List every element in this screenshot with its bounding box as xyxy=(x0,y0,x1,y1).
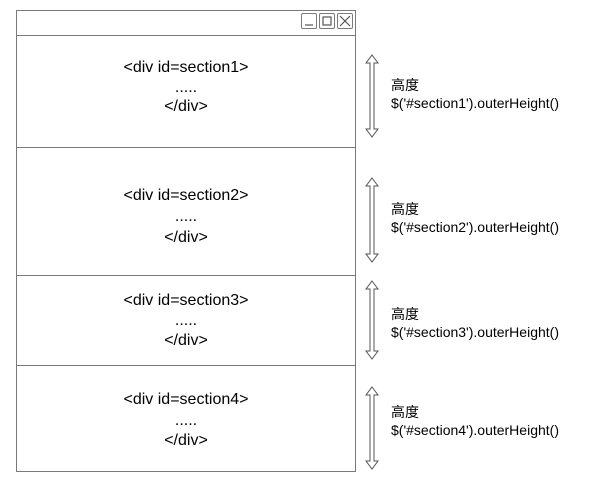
section-3-height-expr: $('#section3').outerHeight() xyxy=(391,324,559,340)
window-controls xyxy=(301,13,353,29)
section-3-height-title: 高度 xyxy=(391,306,419,322)
section-3-box: <div id=section3> ..... </div> xyxy=(17,276,355,366)
section-1-height-arrow-icon xyxy=(365,54,379,138)
section-4-height-label: 高度 $('#section4').outerHeight() xyxy=(391,403,559,439)
section-3-dots: ..... xyxy=(174,312,198,329)
close-icon[interactable] xyxy=(337,13,353,29)
maximize-icon[interactable] xyxy=(319,13,335,29)
section-1-dots: ..... xyxy=(174,79,198,96)
section-2-dots: ..... xyxy=(174,208,198,225)
section-3-open-tag: <div id=section3> xyxy=(123,292,249,309)
section-3-height-label: 高度 $('#section3').outerHeight() xyxy=(391,305,559,341)
section-2-height-label: 高度 $('#section2').outerHeight() xyxy=(391,200,559,236)
section-4-open-tag: <div id=section4> xyxy=(123,391,249,408)
section-2-open-tag: <div id=section2> xyxy=(123,187,249,204)
section-4-close-tag: </div> xyxy=(164,432,208,449)
window-titlebar xyxy=(17,11,355,36)
section-2-height-title: 高度 xyxy=(391,201,419,217)
section-4-height-expr: $('#section4').outerHeight() xyxy=(391,422,559,438)
section-3-height-arrow-icon xyxy=(365,280,379,360)
section-1-height-label: 高度 $('#section1').outerHeight() xyxy=(391,76,559,112)
minimize-icon[interactable] xyxy=(301,13,317,29)
section-4-box: <div id=section4> ..... </div> xyxy=(17,366,355,473)
section-1-close-tag: </div> xyxy=(164,98,208,115)
section-3-close-tag: </div> xyxy=(164,332,208,349)
section-1-height-expr: $('#section1').outerHeight() xyxy=(391,95,559,111)
section-1-open-tag: <div id=section1> xyxy=(123,59,249,76)
section-4-height-arrow-icon xyxy=(365,386,379,470)
section-4-dots: ..... xyxy=(174,412,198,429)
section-1-height-title: 高度 xyxy=(391,77,419,93)
section-1-box: <div id=section1> ..... </div> xyxy=(17,36,355,148)
section-4-height-title: 高度 xyxy=(391,404,419,420)
browser-window: <div id=section1> ..... </div> <div id=s… xyxy=(16,10,356,472)
section-2-height-arrow-icon xyxy=(365,177,379,263)
section-2-box: <div id=section2> ..... </div> xyxy=(17,148,355,276)
section-2-height-expr: $('#section2').outerHeight() xyxy=(391,219,559,235)
section-2-close-tag: </div> xyxy=(164,229,208,246)
